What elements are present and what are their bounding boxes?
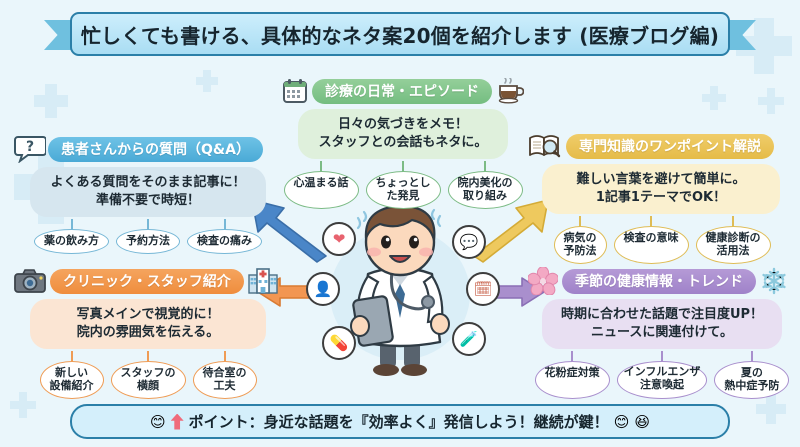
- expertise-desc-line2: 1記事1テーマでOK！: [595, 189, 727, 205]
- section-seasonal-subitems: 花粉症対策 インフルエンザ 注意喚起 夏の 熱中症予防: [528, 351, 796, 400]
- arrow-to-seasonal: [470, 277, 544, 307]
- list-item: 健康診断の 活用法: [695, 216, 771, 265]
- section-clinic-title: クリニック・スタッフ紹介: [50, 268, 244, 294]
- list-item: 夏の 熱中症予防: [714, 351, 790, 400]
- section-daily-description: 日々の気づきをメモ！ スタッフとの会話もネタに。: [298, 109, 508, 160]
- title-banner: 忙しくても書ける、具体的なネタ案20個を紹介します (医療ブログ編): [70, 12, 730, 56]
- open-book-magnifier-icon: [529, 135, 561, 158]
- section-qa-header: ? 患者さんからの質問（Q&A）: [14, 136, 282, 163]
- camera-icon: [14, 269, 46, 293]
- section-daily-subitems: 心温まる話 ちょっとし た発見 院内美化の 取り組み: [278, 161, 528, 210]
- footer-banner: 😊 ポイント：身近な話題を『効率よく』発信しよう！継続が鍵！ 😊 😆: [70, 404, 730, 439]
- section-qa-description: よくある質問をそのまま記事に！ 準備不要で時短！: [30, 167, 266, 218]
- section-expertise: 専門知識のワンポイント解説 難しい言葉を避けて簡単に。 1記事1テーマでOK！ …: [528, 133, 796, 265]
- background-cross-icon: [758, 88, 784, 114]
- section-seasonal-title: 季節の健康情報・トレンド: [562, 268, 756, 294]
- section-qa-subitems: 薬の飲み方 予約方法 検査の痛み: [14, 219, 282, 255]
- list-item: 検査の痛み: [187, 219, 262, 255]
- daily-desc-line1: 日々の気づきをメモ！: [337, 117, 468, 132]
- section-qa-title: 患者さんからの質問（Q&A）: [48, 136, 263, 162]
- list-item: 予約方法: [116, 219, 180, 255]
- chat-bubble-icon: 💬: [452, 225, 486, 259]
- section-daily-title: 診療の日常・エピソード: [312, 78, 492, 104]
- section-seasonal-header: 季節の健康情報・トレンド: [528, 267, 796, 295]
- background-cross-icon: [702, 86, 726, 110]
- smiley-icon: 😊: [150, 412, 166, 431]
- doctor-illustration: [300, 190, 500, 390]
- section-expertise-description: 難しい言葉を避けて簡単に。 1記事1テーマでOK！: [542, 164, 780, 215]
- clinic-desc-line2: 院内の雰囲気を伝える。: [76, 324, 220, 340]
- arrow-to-expertise: [473, 199, 549, 263]
- list-item: スタッフの 横顔: [110, 351, 186, 400]
- list-item: 心温まる話: [283, 161, 359, 210]
- seasonal-desc-line2: ニュースに関連付けて。: [591, 324, 733, 340]
- arrow-to-qa: [251, 199, 327, 263]
- background-cross-icon: [10, 392, 36, 418]
- list-item: 花粉症対策: [534, 351, 610, 400]
- coffee-cup-icon: [498, 78, 524, 104]
- patient-clock-icon: 👤: [306, 272, 340, 306]
- list-item: 薬の飲み方: [34, 219, 109, 255]
- section-expertise-subitems: 病気の 予防法 検査の意味 健康診断の 活用法: [528, 216, 796, 265]
- calendar-icon: [283, 79, 307, 103]
- background-cross-icon: [196, 70, 218, 92]
- snowflake-icon: [762, 267, 786, 295]
- expertise-desc-line1: 難しい言葉を避けて簡単に。: [576, 172, 746, 187]
- section-daily-header: 診療の日常・エピソード: [278, 78, 528, 104]
- up-arrow-icon: [171, 414, 184, 430]
- section-daily: 診療の日常・エピソード 日々の気づきをメモ！ スタッフとの会話もネタに。 心温ま…: [278, 78, 528, 210]
- qa-desc-line2: 準備不要で時短！: [95, 192, 200, 208]
- section-seasonal: 季節の健康情報・トレンド 時期に合わせた話題で注目度UP！ ニュースに関連付けて…: [528, 267, 796, 400]
- list-item: 院内美化の 取り組み: [447, 161, 523, 210]
- svg-text:?: ?: [26, 139, 34, 155]
- section-qa: ? 患者さんからの質問（Q&A） よくある質問をそのまま記事に！ 準備不要で時短…: [14, 136, 282, 255]
- list-item: 検査の意味: [613, 216, 689, 265]
- background-cross-icon: [756, 394, 786, 424]
- cherry-blossom-icon: [528, 267, 558, 295]
- section-clinic-subitems: 新しい 設備紹介 スタッフの 横顔 待合室の 工夫: [14, 351, 282, 400]
- page-title: 忙しくても書ける、具体的なネタ案20個を紹介します (医療ブログ編): [80, 23, 720, 48]
- list-item: 病気の 予防法: [553, 216, 607, 265]
- daily-desc-line2: スタッフとの会話もネタに。: [318, 134, 488, 150]
- section-seasonal-description: 時期に合わせた話題で注目度UP！ ニュースに関連付けて。: [542, 299, 782, 350]
- heart-icon: ❤: [322, 222, 356, 256]
- section-expertise-header: 専門知識のワンポイント解説: [528, 133, 796, 159]
- qa-desc-line1: よくある質問をそのまま記事に！: [50, 175, 246, 190]
- list-item: ちょっとし た発見: [365, 161, 441, 210]
- lab-flask-icon: 🧪: [452, 322, 486, 356]
- smiley-icon: 😊: [613, 412, 630, 431]
- list-item: インフルエンザ 注意喚起: [616, 351, 708, 400]
- question-speech-bubble-icon: ?: [14, 136, 46, 163]
- list-item: 新しい 設備紹介: [39, 351, 104, 400]
- clinic-desc-line1: 写真メインで視覚的に！: [76, 307, 220, 322]
- background-cross-icon: [736, 18, 792, 74]
- medicine-icon: 💊: [322, 326, 356, 360]
- section-expertise-title: 専門知識のワンポイント解説: [566, 133, 774, 159]
- footer-text: ポイント：身近な話題を『効率よく』発信しよう！継続が鍵！: [188, 413, 609, 431]
- background-cross-icon: [34, 84, 68, 118]
- section-clinic-header: クリニック・スタッフ紹介: [14, 268, 282, 294]
- section-clinic: クリニック・スタッフ紹介 写真メインで視覚的に！ 院内の雰囲気を伝える。 新しい…: [14, 268, 282, 400]
- hospital-building-icon: [248, 268, 278, 294]
- seasonal-desc-line1: 時期に合わせた話題で注目度UP！: [560, 307, 764, 322]
- calendar-check-icon: 🗓: [466, 272, 500, 306]
- list-item: 待合室の 工夫: [192, 351, 257, 400]
- smiley-icon: 😆: [634, 412, 650, 431]
- section-clinic-description: 写真メインで視覚的に！ 院内の雰囲気を伝える。: [30, 299, 266, 350]
